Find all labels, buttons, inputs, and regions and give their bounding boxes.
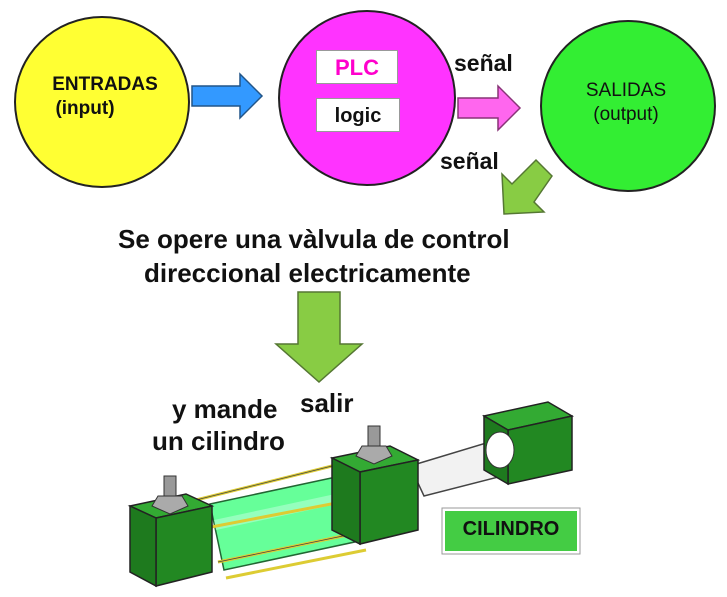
cylinder-illustration bbox=[127, 401, 575, 588]
plc-title: PLC bbox=[316, 50, 398, 84]
inputs-title: ENTRADAS bbox=[52, 74, 158, 95]
arrow-output-to-valve bbox=[501, 158, 553, 215]
caption-line-2: direccional electricamente bbox=[144, 258, 471, 288]
inputs-subtitle: (input) bbox=[55, 98, 115, 119]
outputs-title: SALIDAS bbox=[585, 80, 667, 101]
cylinder-label-box bbox=[443, 509, 579, 553]
caption-line-1: Se opere una vàlvula de control bbox=[118, 224, 510, 254]
outputs-subtitle: (output) bbox=[593, 104, 659, 125]
plc-logic-label: logic bbox=[316, 98, 400, 132]
arrow-valve-to-cylinder bbox=[274, 291, 364, 384]
plc-circle bbox=[278, 10, 456, 186]
inputs-circle bbox=[14, 16, 190, 188]
signal-label-bottom: señal bbox=[440, 148, 499, 174]
cylinder-caption-line-2: un cilindro bbox=[152, 426, 285, 456]
cylinder-label: CILINDRO bbox=[462, 518, 560, 540]
cylinder-caption-line-1a: y mande bbox=[172, 394, 278, 424]
signal-label-top: señal bbox=[454, 50, 513, 76]
outputs-circle bbox=[540, 20, 716, 192]
cylinder-caption-line-1b: salir bbox=[300, 388, 354, 418]
arrow-plc-to-output bbox=[457, 84, 522, 132]
arrow-input-to-plc bbox=[191, 72, 264, 120]
